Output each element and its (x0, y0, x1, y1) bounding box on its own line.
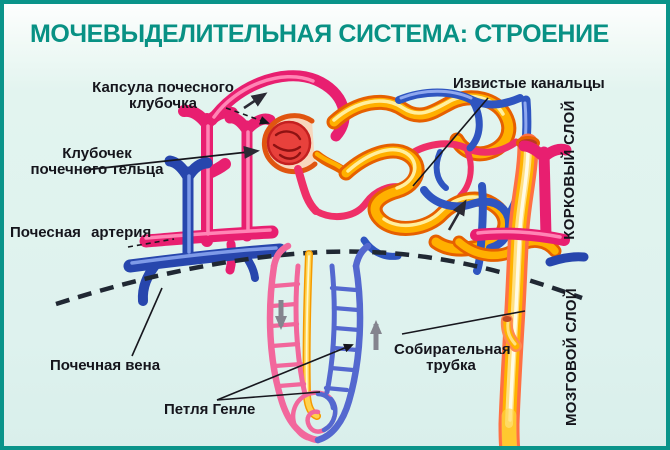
label-glomerulus: Клубочек почечного тельца (30, 145, 164, 178)
collecting-duct-shape (498, 133, 540, 446)
pointer-henle-1 (216, 343, 354, 401)
nephron-diagram (55, 70, 589, 446)
pointer-tubules (412, 97, 489, 187)
flow-arrow-vein (447, 199, 467, 231)
pointer-capsule (225, 107, 270, 125)
label-henle-loop: Петля Генле (164, 401, 256, 418)
label-renal-artery: Почесная артерия (10, 224, 152, 241)
label-convoluted-tubules: Извистые канальцы (453, 75, 605, 92)
renal-artery-shape (139, 104, 279, 275)
flow-arrow-capsule (243, 92, 268, 110)
pointer-duct (401, 310, 526, 335)
label-cortical-layer: КОРКОВЫЙ СЛОЙ (561, 100, 578, 240)
label-collecting-duct: Собирательная трубка (394, 341, 511, 374)
label-capsule: Капсула почесного клубочка (92, 79, 234, 112)
pointer-henle-2 (216, 391, 321, 401)
page-title: МОЧЕВЫДЕЛИТЕЛЬНАЯ СИСТЕМА: СТРОЕНИЕ (30, 20, 609, 48)
right-vessels-shape (470, 140, 589, 267)
pointer-glomerulus (83, 145, 260, 171)
pointer-artery (127, 238, 175, 248)
henle-loop-shape (266, 242, 372, 444)
label-medullary-layer: МОЗГОВОЙ СЛОЙ (563, 288, 580, 426)
label-renal-vein: Почечная вена (50, 357, 161, 374)
renal-vein-shape (123, 155, 287, 306)
pointer-lines (83, 97, 526, 401)
pointer-vein (131, 287, 163, 357)
